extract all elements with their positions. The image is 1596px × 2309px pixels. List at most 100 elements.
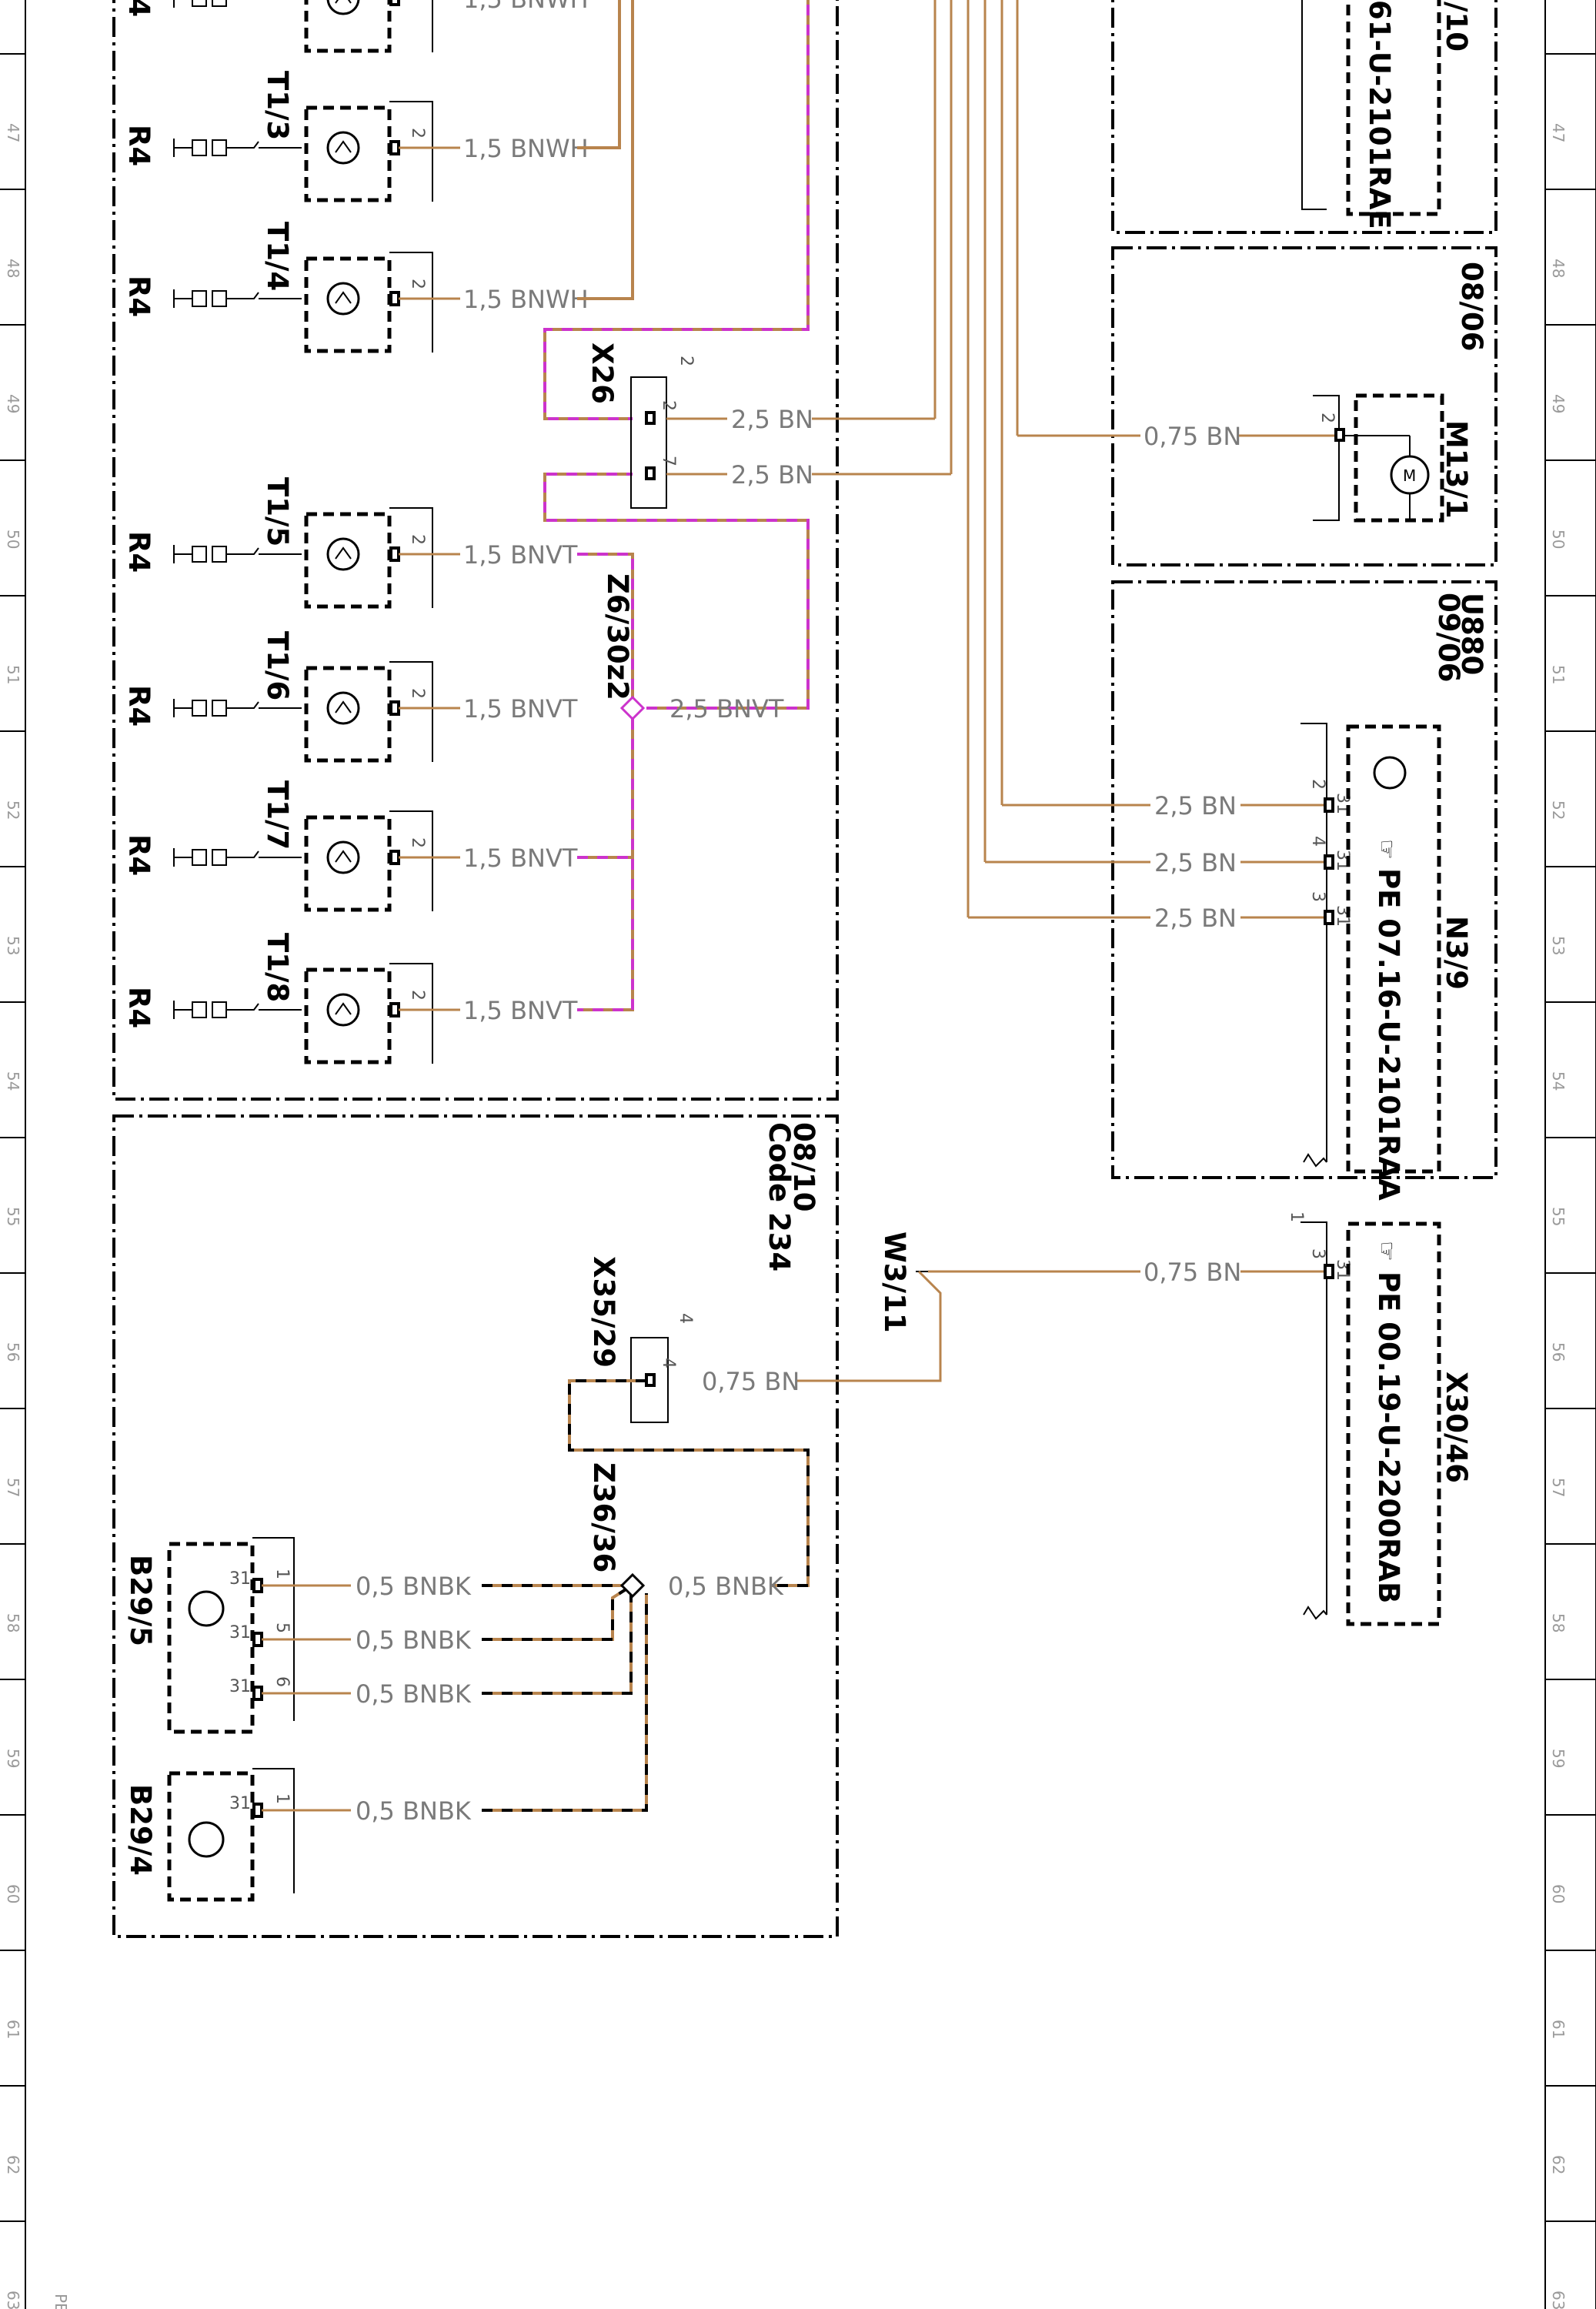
n3-doc-ref: PE 07.16-U-2101RAA [1372,868,1405,1201]
r4-label: R4 [122,0,155,17]
ruler-label: 59 [1549,1749,1568,1768]
ruler-label: 48 [4,259,22,278]
pin-terminal [389,1002,400,1017]
sensor-icon [326,691,360,725]
ruler-label: 60 [1549,1884,1568,1903]
n3-body [1346,724,1441,1174]
ruler-label: 53 [1549,936,1568,955]
wire-label-b29-5-6: 0,5 BNBK [356,1679,472,1709]
top-right-ref: 61-U-2101RAE [1363,0,1396,229]
ground-w3: 0,75 BN [702,1270,942,1396]
top-right-body [1346,0,1441,216]
pin-terminal [389,850,400,865]
speaker-wire-label: 1,5 BNVT [463,996,578,1025]
ruler-label: 63 [1549,2291,1568,2309]
ruler-label: 56 [1549,1342,1568,1362]
ruler-label: 63 [4,2291,22,2309]
connector-x26: 2 7 2 X26 [586,343,696,509]
connector-icon [173,1001,259,1019]
ruler-label: 62 [4,2155,22,2174]
transistor-glyph [335,291,352,304]
wire-label-b29-5-1: 0,5 BNBK [356,1572,472,1601]
pin-bracket [389,252,433,353]
bus-bnvt [543,473,810,1011]
ruler-label: 47 [1549,123,1568,142]
x26-pin-7: 7 [659,456,678,466]
sensor-icon [326,840,360,874]
n3-frame [1111,580,1498,1179]
ruler-label: 55 [4,1207,22,1226]
module-x30: 0,75 BN 3 31 1 ☞ PE 00.19-U-2200RAB X30/… [928,1211,1473,1626]
speaker-pin-2: 2 [408,837,427,848]
transistor-glyph [335,546,352,560]
ruler-label: 48 [1549,259,1568,278]
sensor-icon [326,131,360,165]
top-right-module: 61-U-2101RAE /10 [1301,0,1473,229]
z6-label: Z6/30z2 [601,573,634,700]
sensor-icon [1373,756,1407,790]
n3-pin-2: 2 [1308,779,1327,790]
transistor-glyph [335,850,352,863]
speaker-wire-label: 1,5 BNVT [463,694,578,723]
pin-bracket [389,101,433,202]
motor-m13: 0,75 BN 2 M M13/1 08/06 [1017,262,1488,523]
x26-pin-2: 2 [659,400,678,411]
wire-label-n3-4: 2,5 BN [1154,848,1237,877]
speaker-wire-label: 1,5 BNWH [463,285,589,314]
x30-label: X30/46 [1440,1372,1473,1483]
connector-icon [173,139,259,157]
n3-ref-date: 09/06 [1432,593,1465,683]
r4-label: R4 [122,987,155,1028]
ruler-label: 60 [4,1884,22,1903]
ruler-label: 62 [1549,2155,1568,2174]
bus-bnbk: 0,5 BNBK [482,1379,810,1812]
ruler-label: 52 [1549,800,1568,820]
splice-z6: Z6/30z2 [601,573,646,721]
b29-5-pin-5: 5 [272,1622,292,1633]
sensor-icon [188,1590,225,1627]
pin-terminal [389,291,400,306]
ruler-label: 54 [4,1071,22,1091]
speaker-wire-label: 1,5 BNVT [463,844,578,873]
sensor-icon [326,0,360,15]
ruler-label: 54 [1549,1071,1568,1091]
w3-label: W3/11 [878,1231,911,1333]
pin-bracket [389,963,433,1064]
ruler-label: 47 [4,123,22,142]
b29-4-pin-31: 31 [229,1794,251,1813]
ruler-label: 51 [4,665,22,684]
ruler-label: 61 [4,2020,22,2039]
pin-terminal [389,546,400,562]
speaker-wire-label: 1,5 BNWH [463,134,589,163]
m13-body [1354,393,1444,523]
ruler-label: 59 [4,1749,22,1768]
m13-ref: 08/06 [1455,262,1488,352]
transistor-glyph [335,700,352,713]
connector-x35: 4 4 X35/29 Z36/36 [587,1256,695,1572]
m13-label: M13/1 [1440,420,1473,519]
speaker-pin-2: 2 [408,128,427,139]
bus-bnwh [543,0,810,420]
sensor-icon [326,993,360,1027]
ruler-label: 56 [4,1342,22,1362]
pin-terminal [389,0,400,6]
connector-icon [173,0,227,8]
lower-ref: 08/10 [787,1122,820,1212]
transistor-glyph [335,1002,352,1015]
ruler-label: 55 [1549,1207,1568,1226]
speaker-wire-label: 1,5 BNWH [463,0,589,14]
n3-pin-3: 3 [1308,891,1327,902]
module-n3: 2,5 BN 2,5 BN 2,5 BN 2 4 3 31 31 31 ☞ PE… [968,593,1488,1201]
wire-label-x26-2: 2,5 BN [731,460,813,490]
speaker-pin-2: 2 [408,688,427,699]
connector-icon [173,848,259,867]
wire-label-x30: 0,75 BN [1144,1258,1241,1287]
wire-x26-out: 2,5 BN 2,5 BN [666,0,1019,917]
top-right-frag: /10 [1440,2,1473,52]
wire-label-bnvt25: 2,5 BNVT [669,694,784,723]
